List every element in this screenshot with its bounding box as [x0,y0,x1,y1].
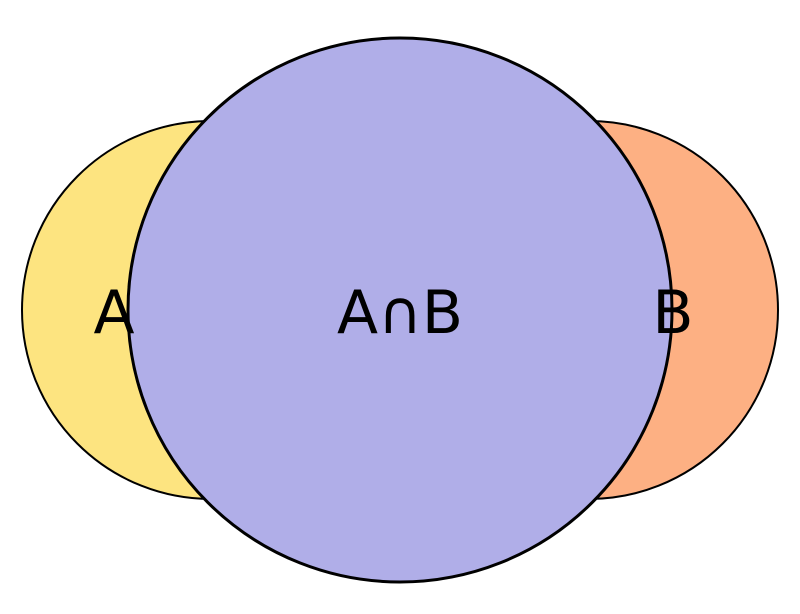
intersection-label: A∩B [337,278,463,348]
set-a-label: A [93,278,134,348]
intersection-region [126,36,674,584]
set-b-label: B [652,278,693,348]
